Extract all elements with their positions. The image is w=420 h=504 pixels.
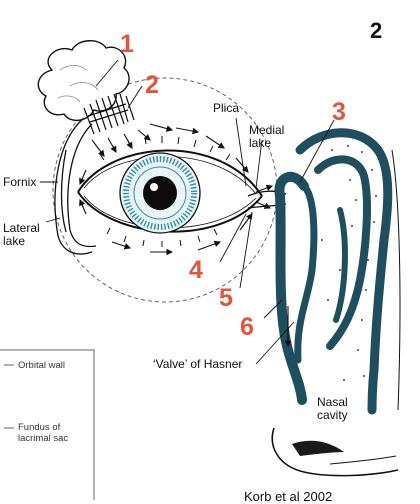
- nostril: [292, 440, 344, 456]
- tear-flow-arrows: [79, 123, 274, 256]
- label-nasal-cavity: Nasal cavity: [317, 395, 348, 422]
- label-lateral-lake: Lateral lake: [3, 221, 40, 248]
- inset-box: [0, 349, 95, 500]
- iris-fibers: [123, 156, 197, 230]
- callout-5: 5: [219, 284, 233, 312]
- leader-lines: [40, 59, 335, 365]
- nasolacrimal-duct: [274, 128, 393, 415]
- label-fundus-of-lacrimal-sac: Fundus of lacrimal sac: [18, 422, 69, 444]
- nose-base-line: [329, 455, 397, 465]
- label-fornix: Fornix: [3, 175, 37, 189]
- gland-texture: [57, 65, 99, 103]
- callout-4: 4: [189, 256, 203, 284]
- page-number: 2: [370, 18, 383, 43]
- pupil: [143, 176, 177, 210]
- nose-outline: [271, 427, 399, 477]
- pupil-highlight: [150, 183, 158, 191]
- callout-6: 6: [240, 313, 254, 341]
- nasal-wall-line: [391, 149, 401, 411]
- lacrimal-ductules: [83, 93, 135, 135]
- callout-1: 1: [120, 30, 134, 58]
- upper-eyelid: [77, 149, 263, 197]
- label-valve-of-hasner: ‘Valve’ of Hasner: [153, 357, 243, 371]
- callout-2: 2: [145, 71, 159, 99]
- label-plica: Plica: [213, 101, 240, 115]
- fornix-band: [54, 117, 97, 255]
- citation: Korb et al 2002: [244, 489, 333, 504]
- label-orbital-wall: Orbital wall: [18, 360, 65, 371]
- lacrimal-gland: [37, 40, 130, 121]
- nasal-mucosa-dots: [321, 145, 377, 381]
- iris-ring: [133, 166, 187, 220]
- label-medial-lake: Medial lake: [249, 123, 285, 150]
- callout-3: 3: [332, 98, 346, 126]
